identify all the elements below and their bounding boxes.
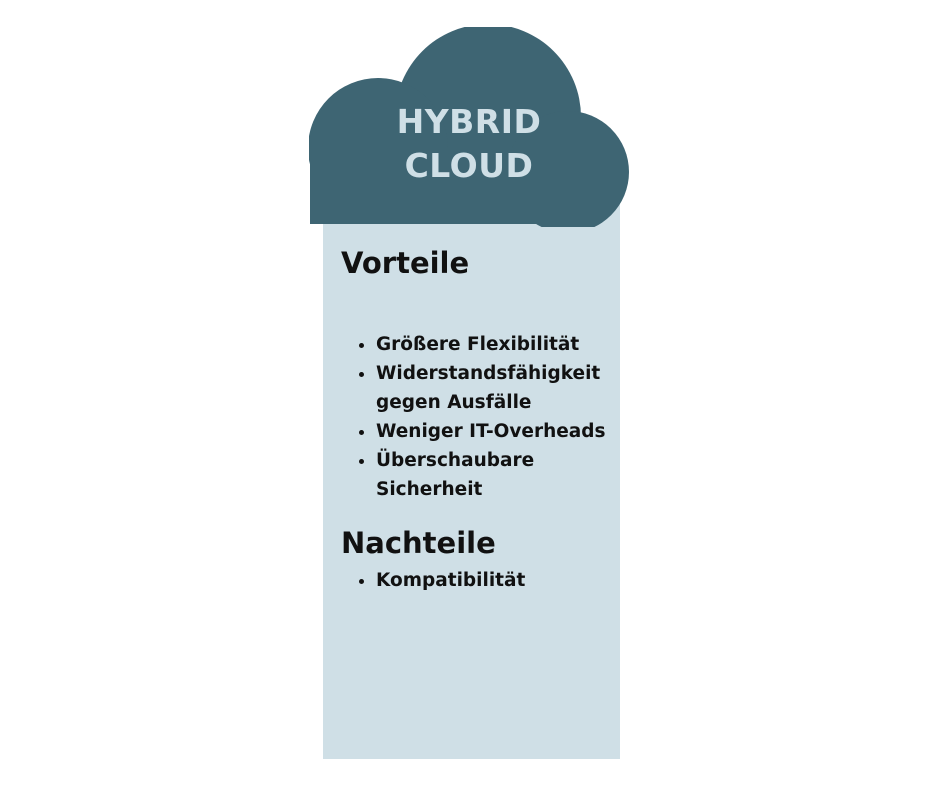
pros-heading: Vorteile (341, 246, 470, 280)
cons-list: Kompatibilität (341, 566, 626, 595)
info-panel (323, 178, 620, 759)
cloud-icon (309, 27, 629, 227)
cloud-title-line-1: HYBRID (396, 102, 542, 141)
cloud-title: HYBRID CLOUD (349, 100, 589, 188)
cloud-title-line-2: CLOUD (404, 146, 534, 185)
cons-item: Kompatibilität (376, 566, 626, 595)
pros-list: Größere Flexibilität Widerstandsfähigkei… (341, 330, 626, 504)
pros-item: Widerstandsfähigkeit gegen Ausfälle (376, 359, 626, 417)
pros-item: Größere Flexibilität (376, 330, 626, 359)
cons-heading: Nachteile (341, 526, 496, 560)
pros-item: Überschaubare Sicherheit (376, 446, 626, 504)
pros-item: Weniger IT-Overheads (376, 417, 626, 446)
